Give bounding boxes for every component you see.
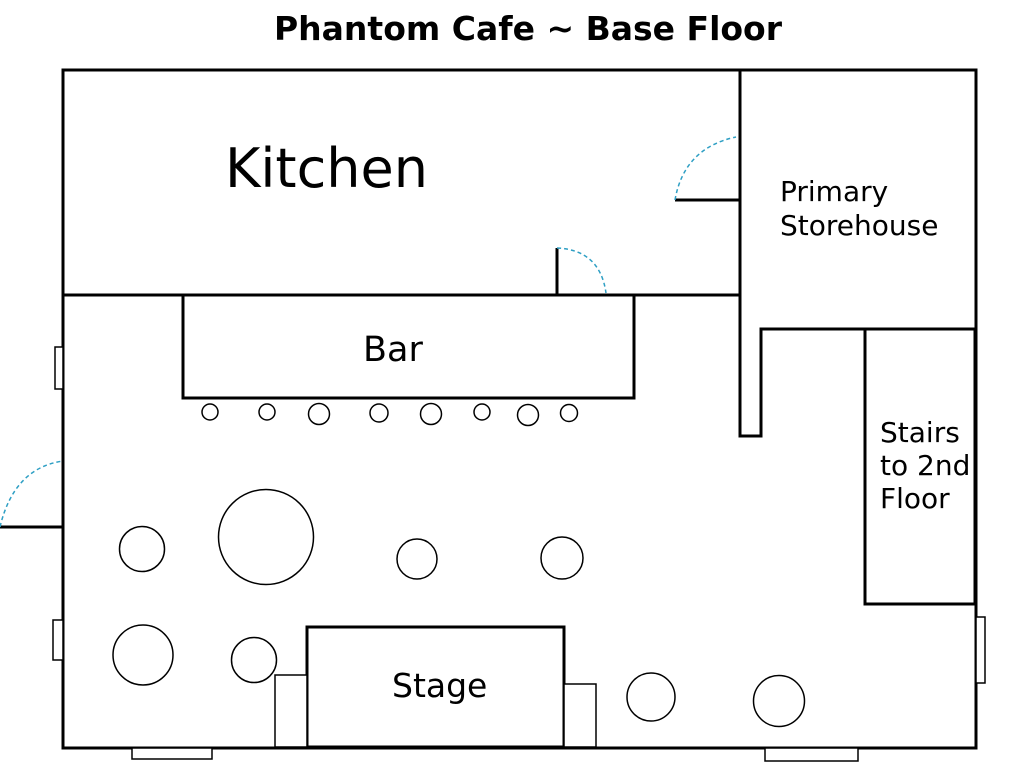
bar-stool bbox=[201, 403, 219, 421]
page-title: Phantom Cafe ~ Base Floor bbox=[273, 9, 783, 48]
table bbox=[540, 536, 584, 580]
bar-stool bbox=[516, 403, 540, 427]
window-east bbox=[975, 616, 986, 684]
door-swing-entrance bbox=[0, 460, 64, 528]
table bbox=[752, 674, 806, 728]
bar-stool bbox=[307, 402, 331, 426]
stairs-well bbox=[863, 327, 977, 606]
room-label-kitchen: Kitchen bbox=[225, 137, 428, 200]
room-label-bar: Bar bbox=[363, 330, 423, 370]
table bbox=[217, 488, 315, 586]
window-west-1 bbox=[54, 346, 64, 390]
room-label-stairs: Stairs to 2nd Floor bbox=[880, 416, 970, 515]
stairs-line: to 2nd bbox=[880, 449, 971, 482]
table bbox=[230, 636, 278, 684]
storehouse-wall bbox=[738, 295, 976, 438]
stage-step-right bbox=[563, 683, 597, 748]
bar-stool bbox=[473, 403, 491, 421]
storehouse-line: Storehouse bbox=[780, 209, 939, 242]
table bbox=[396, 538, 438, 580]
storehouse-line: Primary bbox=[780, 175, 889, 208]
bar-stool bbox=[559, 403, 579, 423]
door-swing-storehouse bbox=[674, 136, 737, 201]
bar-stool bbox=[369, 403, 389, 423]
table bbox=[118, 525, 166, 573]
room-label-storehouse: Primary Storehouse bbox=[780, 175, 938, 243]
bar-stool bbox=[419, 402, 443, 426]
window-south-2 bbox=[764, 747, 859, 762]
table bbox=[112, 624, 174, 686]
window-south-1 bbox=[131, 747, 213, 760]
stage-step-left bbox=[274, 674, 308, 748]
stairs-line: Stairs bbox=[880, 416, 960, 449]
bar-stool bbox=[258, 403, 276, 421]
stairs-line: Floor bbox=[880, 482, 950, 515]
bar-counter bbox=[181, 293, 636, 400]
room-label-stage: Stage bbox=[392, 666, 488, 705]
table bbox=[626, 672, 676, 722]
window-west-2 bbox=[52, 619, 64, 661]
door-swing-kitchen bbox=[556, 247, 607, 294]
